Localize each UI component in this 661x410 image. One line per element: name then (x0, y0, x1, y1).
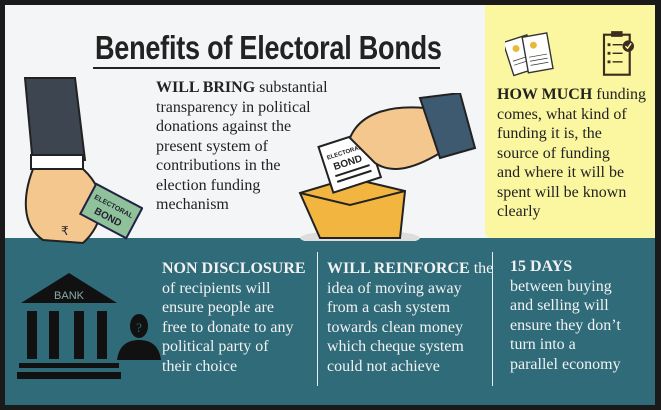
benefit-line: transparency in political (156, 98, 311, 116)
benefit-line: ensure people are (162, 299, 274, 316)
certificates-icon (505, 32, 554, 77)
benefit-line: of recipients will (162, 279, 271, 297)
benefit-line: free to donate to any (162, 318, 294, 336)
title-underline (93, 67, 440, 69)
benefit-line: which cheque system (327, 338, 464, 355)
bank-icon: BANK (17, 273, 121, 379)
benefit-line: funding it is, the (497, 125, 602, 142)
anonymous-donor-icon: ? (117, 314, 161, 360)
page-title: Benefits of Electoral Bonds (95, 29, 442, 66)
benefit-how-much: HOW MUCH funding comes, what kind of fun… (497, 85, 646, 222)
benefit-line: the (469, 260, 494, 277)
hand-with-bonds-icon: ELECTORAL BOND ₹ (23, 77, 143, 245)
benefit-line: ensure they don’t (510, 316, 621, 334)
benefit-line: and selling will (510, 297, 609, 314)
benefit-line: election funding (156, 176, 261, 194)
column-divider (317, 252, 318, 386)
column-divider (492, 252, 493, 386)
benefit-line: spent will be known (497, 183, 627, 201)
benefit-reinforce: WILL REINFORCE the idea of moving away f… (327, 259, 493, 376)
benefit-line: idea of moving away (327, 279, 462, 297)
benefit-non-disclosure: NON DISCLOSURE of recipients will ensure… (162, 259, 306, 376)
benefit-lead: NON DISCLOSURE (162, 260, 306, 277)
benefit-line: their choice (162, 357, 238, 375)
benefit-line: parallel economy (510, 355, 621, 373)
benefit-line: substantial (255, 79, 328, 96)
benefit-lead: WILL BRING (156, 79, 256, 96)
benefit-lead: HOW MUCH (497, 86, 593, 103)
benefit-line: present system of (156, 137, 268, 155)
clipboard-checklist-icon (602, 31, 634, 76)
benefit-line: mechanism (156, 196, 229, 213)
benefit-line: political party of (162, 338, 269, 355)
benefit-transparency: WILL BRING substantial transparency in p… (156, 78, 328, 215)
ballot-box-icon: ELECTORAL BOND (298, 93, 477, 241)
benefit-line: towards clean money (327, 318, 463, 336)
benefit-line: contributions in the (156, 157, 281, 174)
benefit-line: between buying (510, 277, 612, 295)
benefit-line: and where it will be (497, 164, 625, 181)
bank-label: BANK (54, 290, 85, 302)
benefit-line: funding (592, 86, 647, 103)
infographic: Benefits of Electoral Bonds WILL BRING s… (5, 5, 655, 405)
benefit-lead: WILL REINFORCE (327, 260, 470, 277)
benefit-line: from a cash system (327, 299, 451, 316)
benefit-lead: 15 DAYS (510, 258, 573, 275)
benefit-15-days: 15 DAYS between buying and selling will … (510, 257, 621, 374)
benefit-line: source of funding (497, 144, 610, 162)
benefit-line: turn into a (510, 336, 576, 353)
benefit-line: comes, what kind of (497, 105, 627, 123)
rupee-icon: ₹ (61, 224, 69, 238)
question-mark-icon: ? (136, 320, 142, 335)
benefit-line: clearly (497, 203, 541, 220)
benefit-line: could not achieve (327, 357, 440, 375)
benefit-line: donations against the (156, 118, 292, 135)
